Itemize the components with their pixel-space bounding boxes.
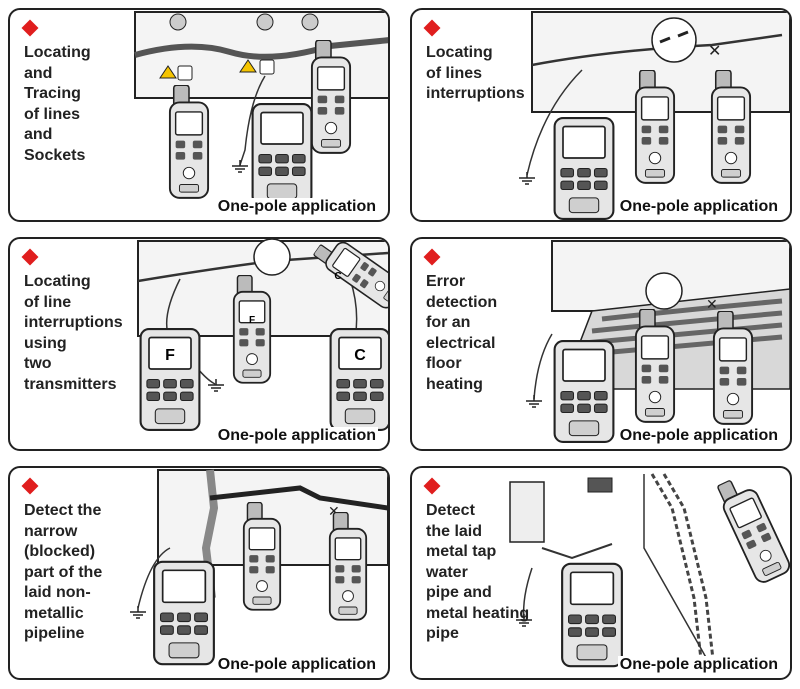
metal-pipe-illustration	[509, 471, 790, 669]
panel-description: Locating of lines interruptions	[426, 44, 525, 102]
svg-text:✕: ✕	[706, 297, 718, 313]
panel-description: Error detection for an electrical floor …	[426, 273, 498, 393]
svg-text:✕: ✕	[328, 504, 340, 520]
panel-description: Locating of line interruptions using two…	[24, 273, 123, 393]
panel-floor-heating: ✕ Error detection for an electrical floo…	[410, 237, 792, 451]
panel-tracing-lines-sockets: Locating and Tracing of lines and Socket…	[8, 8, 390, 222]
panel-description: Detect the laid metal tap water pipe and…	[426, 502, 530, 642]
panel-two-transmitters: F F C C Locating of line interruptions u…	[8, 237, 390, 451]
panel-footer: One-pole application	[215, 198, 378, 216]
transmitter-label: F	[165, 347, 175, 364]
panel-footer: One-pole application	[617, 198, 780, 216]
two-transmitter-illustration: F F C C	[137, 239, 388, 431]
panel-metal-pipes: Detect the laid metal tap water pipe and…	[410, 466, 792, 680]
panel-description: Locating and Tracing of lines and Socket…	[24, 44, 91, 164]
svg-text:✕: ✕	[708, 41, 721, 60]
receiver-label: F	[249, 315, 255, 326]
panel-footer: One-pole application	[215, 656, 378, 674]
panel-footer: One-pole application	[215, 427, 378, 445]
pipeline-illustration: ✕	[129, 469, 388, 666]
line-interruption-illustration: ✕	[518, 11, 790, 220]
wall-sockets-illustration	[134, 11, 388, 206]
panel-description: Detect the narrow (blocked) part of the …	[24, 502, 103, 642]
panel-blocked-pipeline: ✕ Detect the narrow (blocked) part of th…	[8, 466, 390, 680]
panel-footer: One-pole application	[617, 656, 780, 674]
panel-line-interruptions: ✕ Locating of lines interruptions One-po…	[410, 8, 792, 222]
panel-footer: One-pole application	[617, 427, 780, 445]
transmitter-label: C	[354, 347, 366, 364]
floor-heating-illustration: ✕	[525, 240, 790, 443]
receiver-label: C	[334, 271, 341, 282]
